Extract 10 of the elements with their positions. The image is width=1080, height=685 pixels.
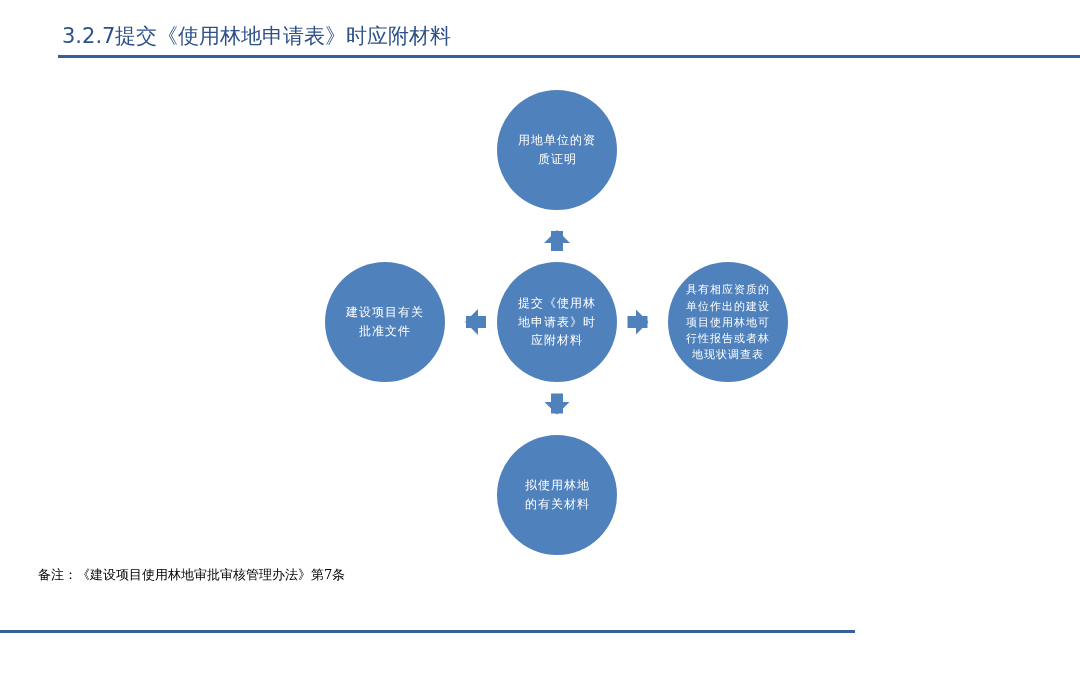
block-arrow <box>544 230 570 251</box>
node-text: 具有相应资质的单位作出的建设项目使用林地可行性报告或者林地现状调查表 <box>685 282 771 363</box>
node-text: 拟使用林地的有关材料 <box>523 477 591 513</box>
node-text: 用地单位的资质证明 <box>517 132 597 168</box>
block-arrow <box>544 393 570 415</box>
block-arrow <box>465 309 486 335</box>
node-text: 提交《使用林地申请表》时应附材料 <box>517 295 597 350</box>
footnote: 备注：《建设项目使用林地审批审核管理办法》第7条 <box>38 566 346 584</box>
node-text: 建设项目有关批准文件 <box>345 304 425 340</box>
page-title: 3.2.7提交《使用林地申请表》时应附材料 <box>62 23 452 50</box>
